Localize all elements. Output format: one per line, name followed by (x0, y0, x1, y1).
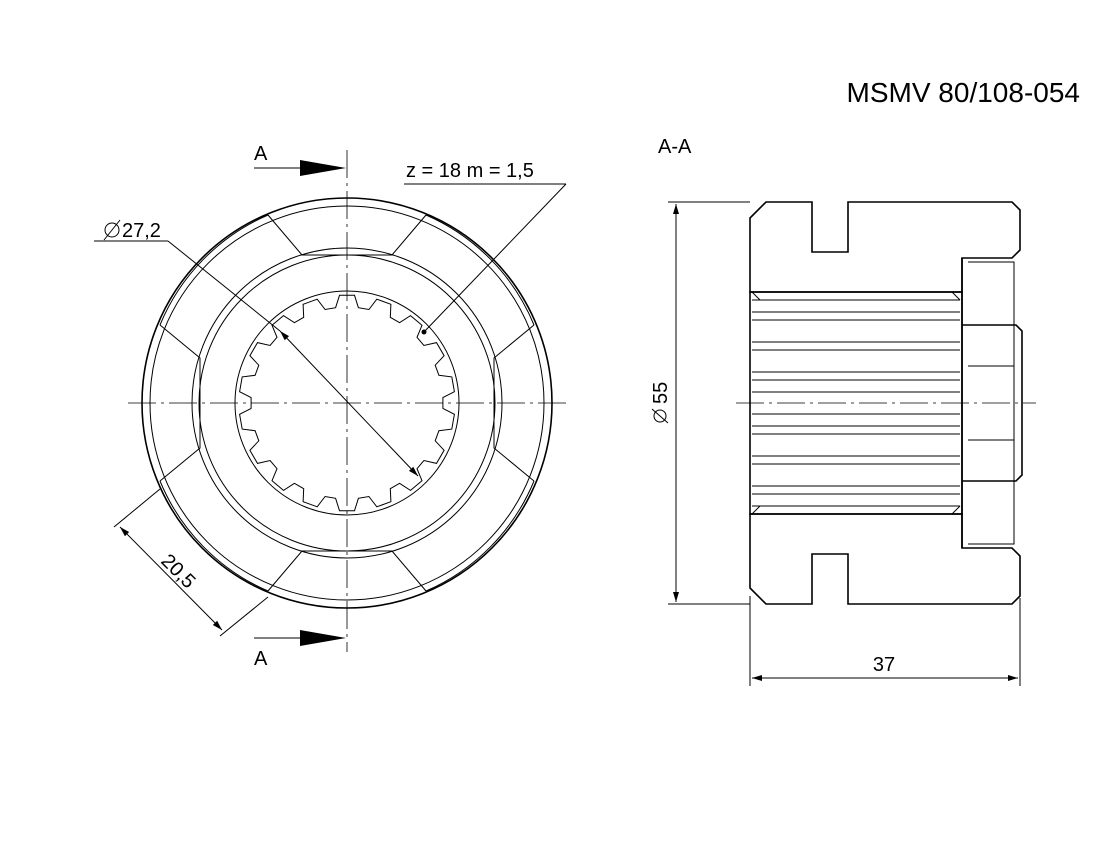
gear-spec-leader (423, 183, 567, 333)
slot-left (159, 324, 201, 482)
bore-chamfer (751, 291, 761, 301)
hub-inner-circle (198, 254, 496, 552)
bore-diameter-label: 27,2 (122, 220, 161, 242)
hub-boss (962, 324, 1023, 482)
section-view: A-A 55 37 (650, 136, 1036, 686)
hub-recess (968, 261, 1015, 545)
od-dim-group: 55 (650, 382, 672, 424)
lobe-arc-tl (159, 214, 269, 326)
outer-circle (141, 197, 553, 609)
spline-tooth-profile (239, 294, 455, 512)
internal-spline (239, 294, 455, 512)
section-arrow-top (300, 160, 346, 176)
bore-chamfer (951, 291, 961, 301)
spline-tooth-lines (751, 291, 961, 515)
upper-section-hatch (749, 201, 1021, 293)
slot-right (493, 324, 535, 482)
length-label: 37 (873, 654, 895, 676)
diameter-symbol-icon (103, 219, 121, 241)
bore-chamfer (951, 505, 961, 515)
outer-chamfer-circle (149, 205, 545, 601)
lower-section-hatch (749, 513, 1021, 605)
section-label-top: A (254, 143, 268, 165)
lobe-arc-br (425, 480, 535, 592)
slot-dim-ext-2 (219, 596, 269, 637)
outer-diameter-label: 55 (650, 382, 672, 404)
gear-spec-label: z = 18 m = 1,5 (406, 160, 534, 182)
slot-dim-line (119, 526, 223, 631)
bore-dim-leader (167, 240, 281, 332)
spline-outer-circle (234, 290, 460, 516)
drawing-title: MSMV 80/108-054 (847, 77, 1080, 108)
front-view: A A z = 18 m = 1,5 27,2 20,5 (94, 143, 568, 670)
slot-width-label: 20,5 (156, 550, 199, 593)
hub-circle (191, 247, 503, 559)
slot-dim-ext-1 (113, 488, 161, 528)
section-arrow-bottom (300, 630, 346, 646)
gear-spec-leader-dot (421, 329, 427, 335)
section-view-label: A-A (658, 136, 692, 158)
bore-chamfer (751, 505, 761, 515)
section-label-bottom: A (254, 648, 268, 670)
lobe-arc-tr (425, 214, 535, 326)
bore-dim-line (279, 330, 419, 477)
